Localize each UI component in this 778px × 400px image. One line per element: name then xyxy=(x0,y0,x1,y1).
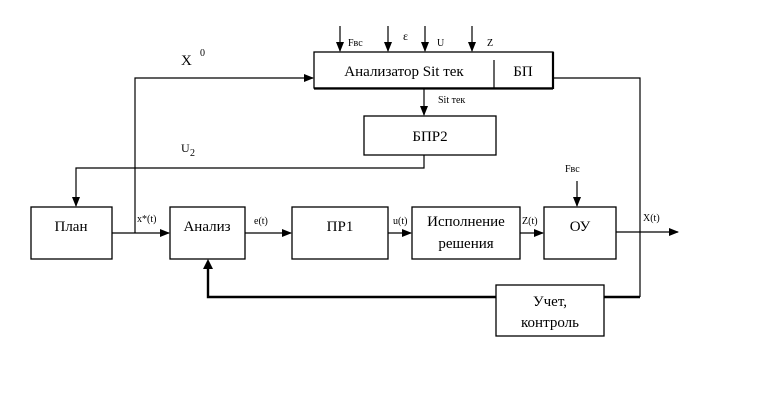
x0-superscript: 0 xyxy=(200,48,205,59)
u-t-label: u(t) xyxy=(393,216,407,227)
fvs-top-label: Fвс xyxy=(348,38,363,49)
control-label-line1: Учет, xyxy=(533,294,567,310)
bpr2-label: БПР2 xyxy=(412,129,447,145)
analyzer-block: Анализатор Sit тек БП xyxy=(313,51,555,90)
bpr2-block: БПР2 xyxy=(363,115,497,156)
bp-label: БП xyxy=(513,64,533,80)
u2-subscript: 2 xyxy=(190,148,195,159)
z-t-label: Z(t) xyxy=(522,216,538,227)
u2-line xyxy=(72,155,425,207)
sit-tek-label: Sit тек xyxy=(438,95,465,106)
analyzer-label: Анализатор Sit тек xyxy=(344,64,464,80)
bp-output-line xyxy=(554,77,641,297)
x-star-label: x*(t) xyxy=(137,214,156,225)
u-label: U xyxy=(437,38,445,49)
z-label: Z xyxy=(487,38,493,49)
feedback-line-left xyxy=(206,268,496,299)
pr1-label: ПР1 xyxy=(327,219,354,235)
epsilon-label: ε xyxy=(403,29,408,43)
control-label-line2: контроль xyxy=(521,315,579,331)
control-block: Учет, контроль xyxy=(495,284,605,337)
x-t-label: X(t) xyxy=(643,213,660,224)
x0-label: X xyxy=(181,53,192,69)
ou-label: ОУ xyxy=(570,219,591,235)
analysis-label: Анализ xyxy=(183,219,230,235)
plan-block: План xyxy=(30,206,113,260)
execution-label-line1: Исполнение xyxy=(427,214,505,230)
feedback-arrowhead xyxy=(203,259,213,269)
analysis-block: Анализ xyxy=(169,206,246,260)
fvs-ou-label: Fвс xyxy=(565,164,580,175)
e-t-label: e(t) xyxy=(254,216,268,227)
x0-line xyxy=(134,74,314,233)
ou-block: ОУ xyxy=(543,206,617,260)
execution-block: Исполнение решения xyxy=(411,206,521,260)
execution-label-line2: решения xyxy=(438,236,493,252)
u2-label: U xyxy=(181,141,190,155)
plan-label: План xyxy=(54,219,87,235)
pr1-block: ПР1 xyxy=(291,206,389,260)
